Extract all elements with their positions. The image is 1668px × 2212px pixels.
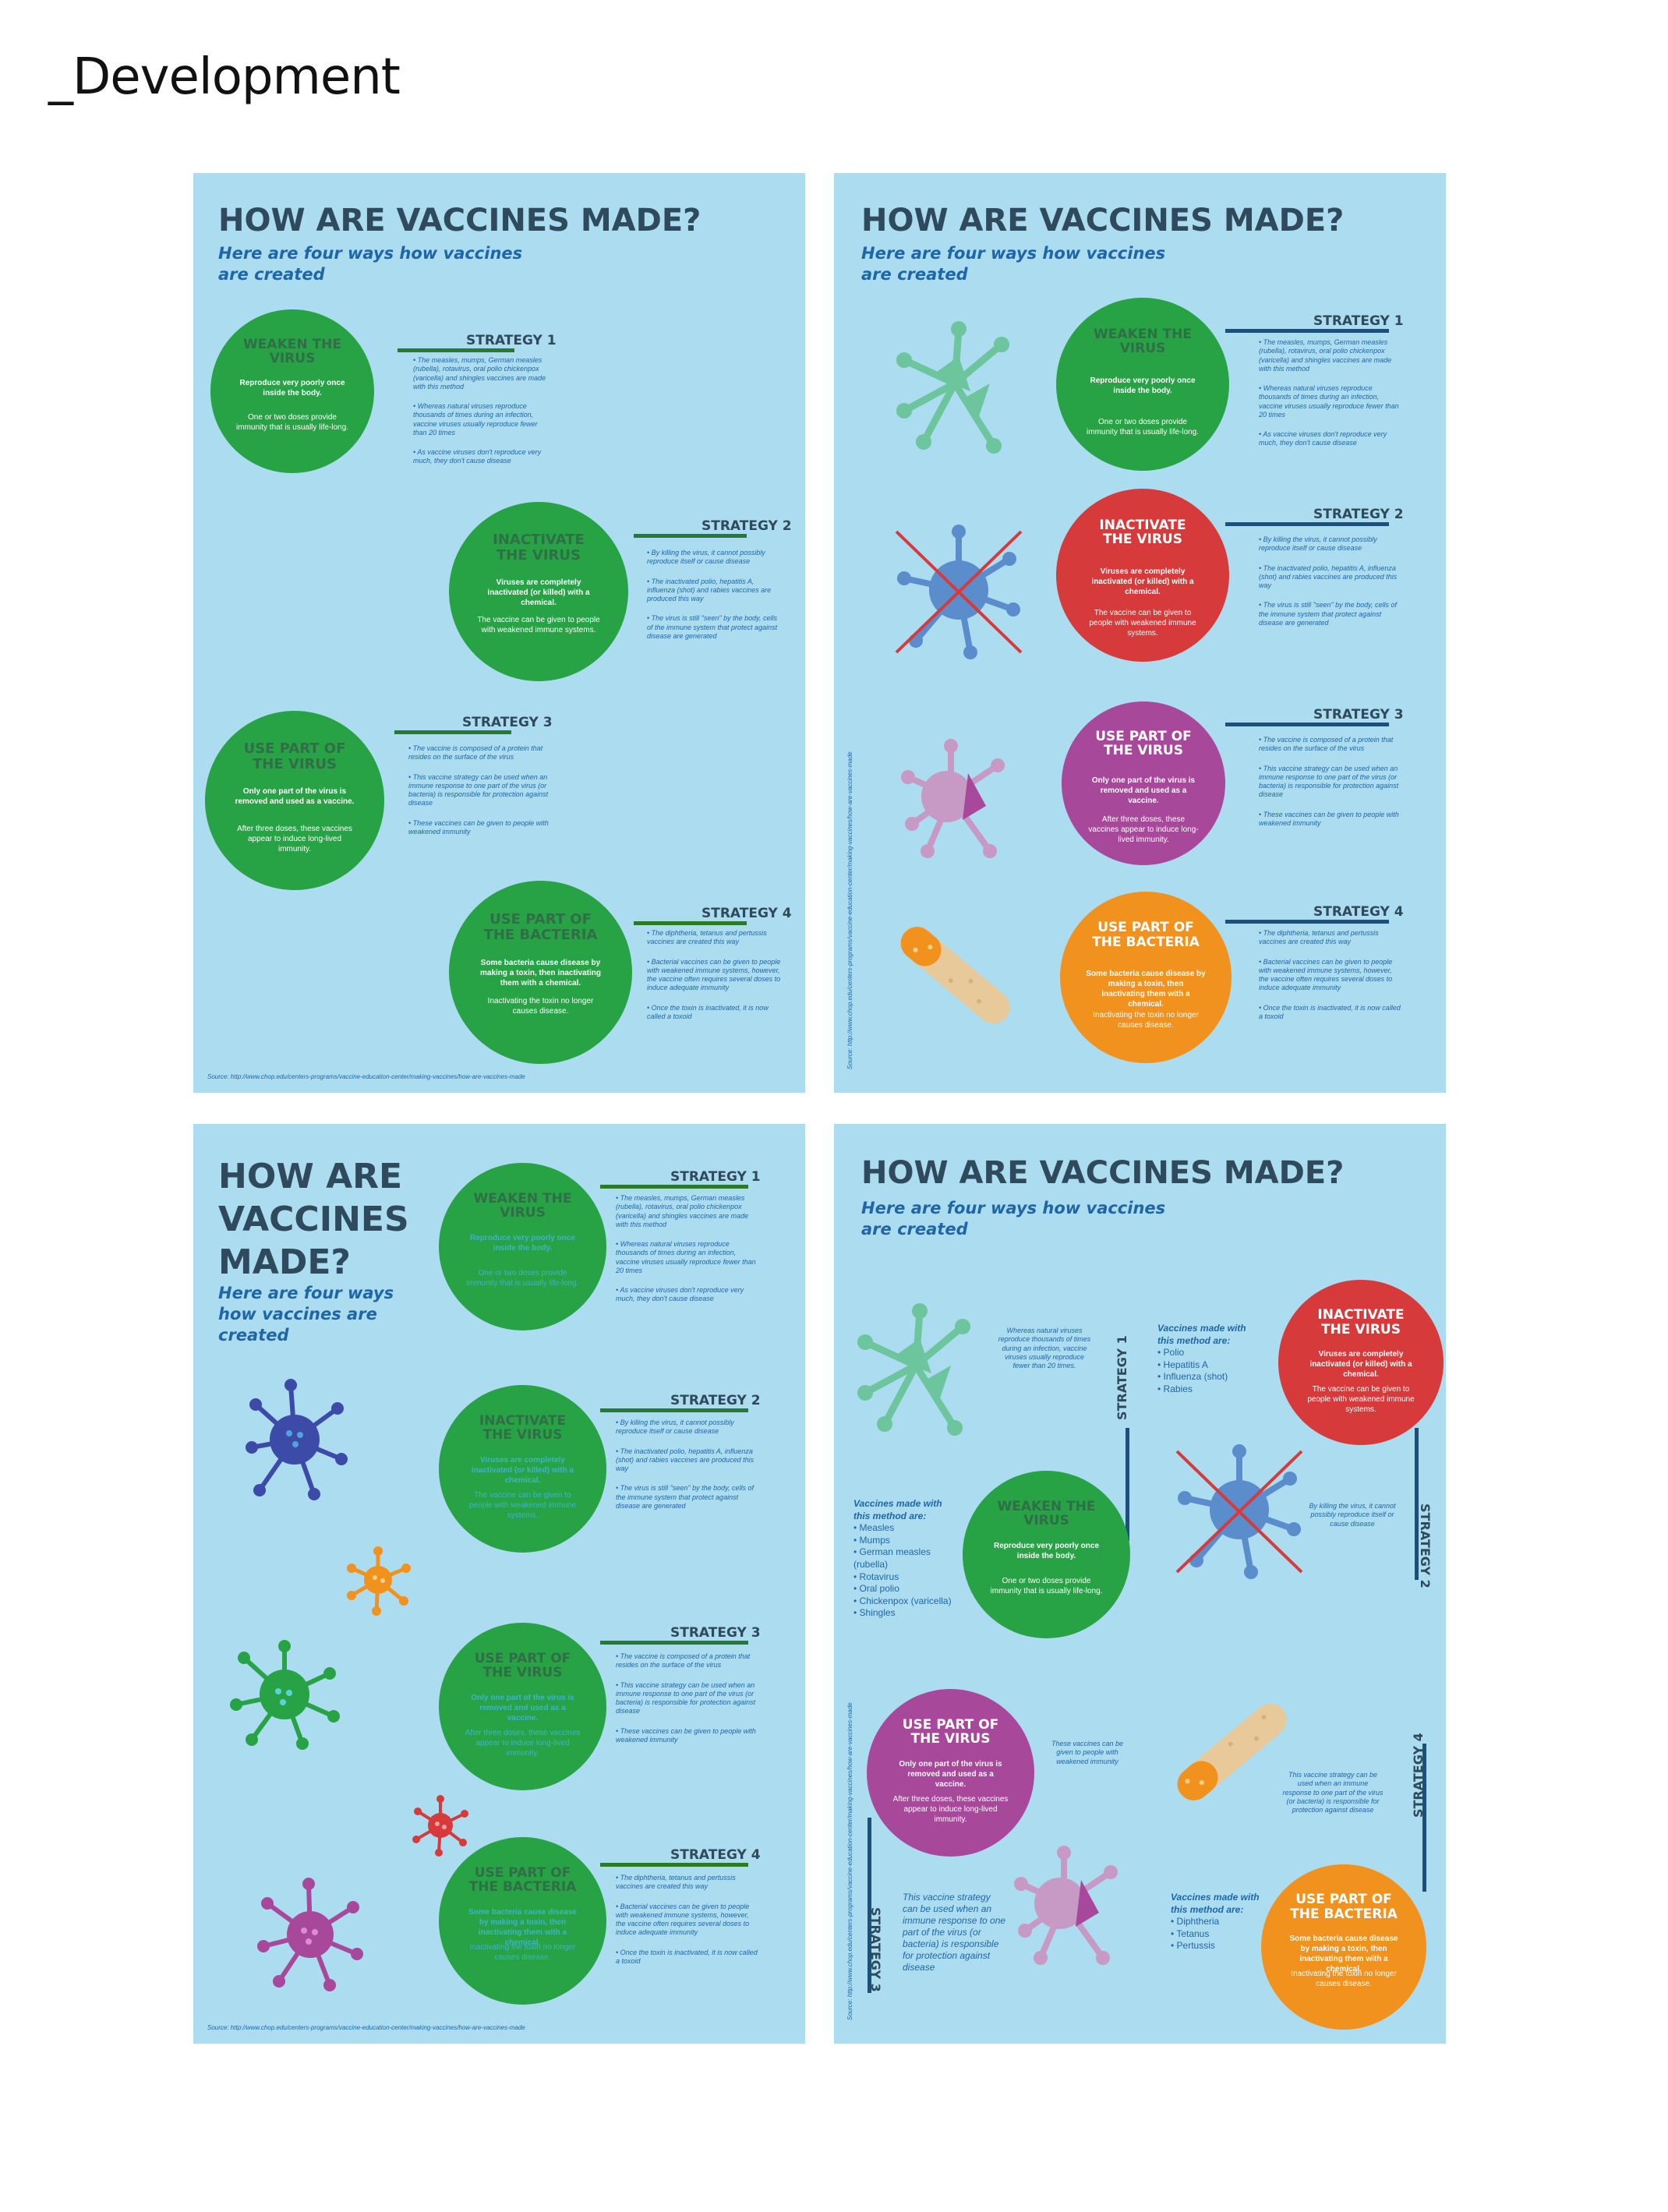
crossed-virus-icon [1175, 1444, 1303, 1579]
cut-virus-icon [901, 739, 1005, 858]
cut-virus-icon [857, 1303, 970, 1436]
strategy-3-bullets: • The vaccine is composed of a protein t… [408, 744, 549, 836]
strategy-1-tag: STRATEGY 1 [466, 333, 557, 348]
strategy-2-bullets: • By killing the virus, it cannot possib… [1259, 535, 1398, 627]
bandage-icon [900, 927, 1010, 1024]
strategy-3-tag: STRATEGY 3 [1313, 707, 1404, 723]
strategy-3-note-immunity: These vaccines can be given to people wi… [1051, 1740, 1124, 1765]
strategy-2-tag: STRATEGY 2 [1313, 507, 1404, 522]
strategy-3-bullets: • The vaccine is composed of a protein t… [616, 1652, 756, 1744]
bandage-icon [1177, 1703, 1287, 1800]
virus-icon [257, 1878, 363, 1991]
source-note: Source: http://www.chop.edu/centers-prog… [846, 1702, 853, 2020]
strategy-3-bullets: • The vaccine is composed of a protein t… [1259, 736, 1399, 827]
strategy-1-bullets: • The measles, mumps, German measles (ru… [616, 1194, 756, 1303]
virus-icon [412, 1795, 468, 1857]
panel-title: HOW ARE VACCINES MADE? [218, 203, 701, 239]
strategy-3-bar [868, 1818, 871, 1993]
strategy-4-tag: STRATEGY 4 [670, 1847, 761, 1863]
strategy-1-tag: STRATEGY 1 [1115, 1335, 1129, 1420]
strategy-1-bullets: • The measles, mumps, German measles (ru… [1259, 338, 1399, 447]
strategy-4-tag: STRATEGY 4 [1313, 904, 1404, 920]
crossed-virus-icon [895, 525, 1023, 659]
strategy-1-line [600, 1185, 748, 1189]
source-note: Source: http://www.chop.edu/centers-prog… [207, 1073, 525, 1080]
source-note: Source: http://www.chop.edu/centers-prog… [207, 2024, 525, 2031]
strategy-2-line [1225, 522, 1389, 526]
strategy-3-tag: STRATEGY 3 [462, 715, 553, 730]
panel-version-2: HOW ARE VACCINES MADE? Here are four way… [834, 173, 1446, 1093]
strategy-3-line [600, 1641, 748, 1645]
page-title: _Development [48, 48, 401, 106]
strategy-4-bar [1422, 1744, 1426, 1892]
strategy-1-tag: STRATEGY 1 [1313, 313, 1404, 329]
panel-title: HOW ARE VACCINES MADE? [861, 203, 1345, 239]
strategy-3-tag: STRATEGY 3 [868, 1907, 883, 1992]
strategy-2-tag: STRATEGY 2 [1418, 1504, 1433, 1588]
strategy-2-line [600, 1408, 748, 1412]
strategy-2-note: By killing the virus, it cannot possibly… [1309, 1502, 1396, 1528]
virus-icon [347, 1546, 411, 1616]
virus-icon [246, 1379, 348, 1500]
strategy-1-tag: STRATEGY 1 [670, 1169, 761, 1185]
strategy-4-line [1225, 920, 1389, 924]
strategy-4-tag: STRATEGY 4 [701, 906, 792, 921]
strategy-3-tag: STRATEGY 3 [670, 1625, 761, 1641]
strategy-2-bar [1415, 1428, 1419, 1580]
panel-title: HOW ARE VACCINES MADE? [861, 1155, 1345, 1191]
cut-virus-icon [1014, 1846, 1118, 1965]
cut-virus-icon [896, 321, 1009, 454]
strategy-4-note: This vaccine strategy can be used when a… [1282, 1771, 1384, 1814]
strategy-1-line [398, 348, 514, 352]
strategy-4-bullets: • The diphtheria, tetanus and pertussis … [647, 929, 781, 1020]
strategy-2-tag: STRATEGY 2 [670, 1393, 761, 1408]
strategy-2-tag: STRATEGY 2 [701, 518, 792, 534]
virus-icon [230, 1640, 340, 1750]
strategy-3-note: This vaccine strategy can be used when a… [903, 1892, 1006, 1973]
strategy-1-note: Whereas natural viruses reproduce thousa… [998, 1327, 1091, 1369]
strategy-2-line [634, 534, 747, 538]
strategy-1-bullets: • The measles, mumps, German measles (ru… [413, 356, 546, 465]
strategy-3-line [394, 730, 511, 734]
strategy-1-bar [1126, 1428, 1129, 1541]
source-note: Source: http://www.chop.edu/centers-prog… [846, 751, 853, 1069]
strategy-1-line [1225, 329, 1389, 333]
panel-version-4: HOW ARE VACCINES MADE? Here are four way… [834, 1124, 1446, 2044]
strategy-4-bullets: • The diphtheria, tetanus and pertussis … [616, 1874, 758, 1965]
strategy-2-bullets: • By killing the virus, it cannot possib… [616, 1419, 754, 1510]
strategy-4-line [634, 921, 747, 925]
panel-version-1: HOW ARE VACCINES MADE? Here are four way… [193, 173, 805, 1093]
strategy-2-bullets: • By killing the virus, it cannot possib… [647, 549, 778, 640]
strategy-4-bullets: • The diphtheria, tetanus and pertussis … [1259, 929, 1401, 1020]
strategy-3-line [1225, 723, 1389, 726]
strategy-4-line [600, 1863, 748, 1867]
